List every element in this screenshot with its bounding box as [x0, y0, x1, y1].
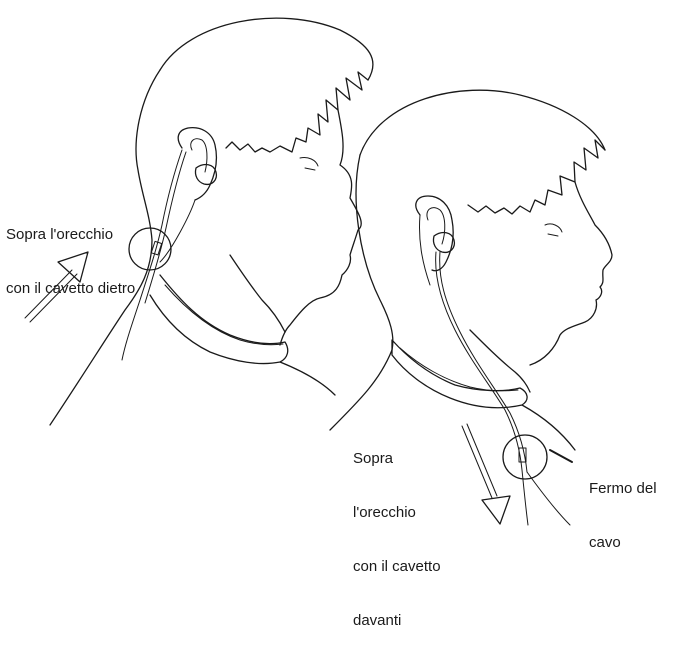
left-collar-inner	[165, 285, 283, 345]
label-front: Sopra l'orecchio con il cavetto davanti	[353, 414, 441, 648]
left-hair-fringe	[226, 72, 368, 152]
left-highlight-circle	[129, 228, 171, 270]
right-skull-top	[360, 90, 605, 155]
label-front-line-2: l'orecchio	[353, 504, 441, 522]
label-clip-line-2: cavo	[589, 534, 657, 552]
right-cable-d	[527, 472, 570, 525]
left-skull-top	[160, 18, 373, 80]
right-shoulder	[522, 405, 575, 450]
right-head-outline	[330, 155, 393, 430]
label-behind-line-2: con il cavetto dietro	[6, 280, 135, 298]
clip-pointer-line	[550, 450, 572, 462]
label-behind-line-1: Sopra l'orecchio	[6, 226, 135, 244]
left-collar	[150, 275, 288, 364]
label-clip-line-1: Fermo del	[589, 480, 657, 498]
left-jaw	[230, 255, 285, 332]
right-cable-a	[436, 252, 528, 525]
right-cable-b	[440, 252, 527, 472]
illustration: Sopra l'orecchio con il cavetto dietro S…	[0, 0, 677, 534]
right-jaw	[470, 330, 530, 392]
right-hair-fringe	[468, 140, 605, 214]
label-front-line-3: con il cavetto	[353, 558, 441, 576]
left-shoulder	[280, 362, 335, 395]
right-eye	[545, 224, 562, 236]
down-arrow-icon	[462, 424, 510, 524]
right-face-profile	[530, 182, 612, 365]
left-face-profile	[280, 110, 361, 345]
left-eye	[300, 157, 318, 170]
label-front-line-1: Sopra	[353, 450, 441, 468]
right-collar	[392, 340, 527, 408]
left-ear-inner	[191, 139, 207, 172]
right-collar-inner	[400, 348, 518, 391]
label-front-line-4: davanti	[353, 612, 441, 630]
label-clip: Fermo del cavo	[589, 444, 657, 570]
right-ear-inner	[427, 208, 445, 244]
label-behind: Sopra l'orecchio con il cavetto dietro	[6, 190, 135, 316]
right-cable-c	[419, 215, 430, 285]
